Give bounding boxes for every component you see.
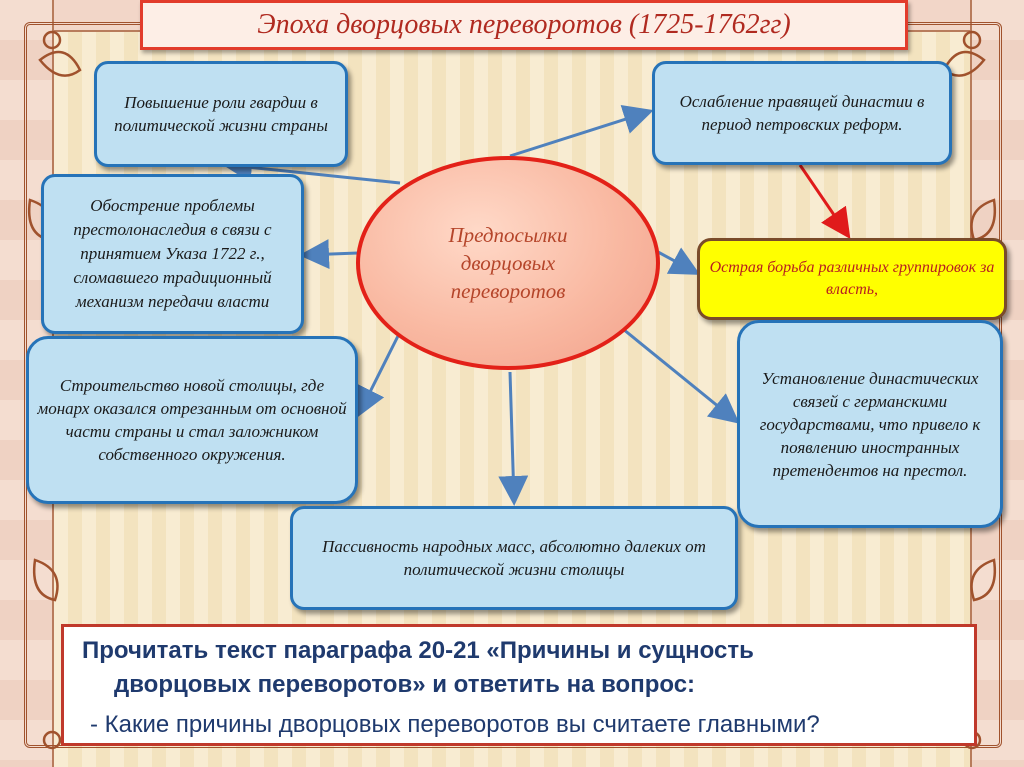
cause-guard-box: Повышение роли гвардии в политической жи… (94, 61, 348, 167)
arrow-to-dynasty (509, 104, 654, 158)
task-question: - Какие причины дворцовых переворотов вы… (90, 711, 820, 738)
cause-capital-box: Строительство новой столицы, где монарх … (26, 336, 358, 504)
task-line-2: дворцовых переворотов» и ответить на воп… (114, 671, 696, 698)
cause-dynasty-box: Ослабление правящей династии в период пе… (652, 61, 952, 165)
cause-succession-box: Обострение проблемы престолонаследия в с… (41, 174, 304, 334)
center-label: Предпосылки дворцовых переворотов (448, 223, 568, 303)
arrow-to-passivity (498, 371, 529, 506)
cause-passivity-box: Пассивность народных масс, абсолютно дал… (290, 506, 738, 610)
page-title: Эпоха дворцовых переворотов (1725-1762гг… (140, 0, 908, 50)
task-box: Прочитать текст параграфа 20-21 «Причины… (61, 624, 977, 746)
arrow-dynasty-to-struggle (798, 164, 851, 239)
arrow-to-guard (222, 152, 401, 185)
arrow-to-capital (357, 327, 404, 418)
task-line-1: Прочитать текст параграфа 20-21 «Причины… (82, 637, 754, 664)
cause-german-box: Установление династических связей с герм… (737, 320, 1003, 528)
arrow-to-succession (299, 239, 359, 270)
arrow-to-struggle (657, 247, 701, 275)
cause-struggle-box: Острая борьба различных группировок за в… (697, 238, 1007, 320)
arrow-to-german (617, 323, 740, 424)
center-ellipse: Предпосылки дворцовых переворотов (356, 156, 660, 370)
